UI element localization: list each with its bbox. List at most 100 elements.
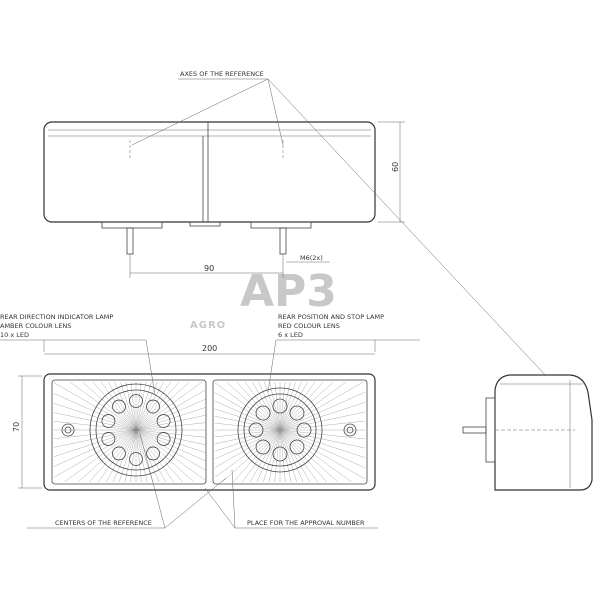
reflector-ray: [258, 381, 281, 431]
reflector-ray: [249, 429, 281, 483]
reflector-ray: [214, 400, 281, 431]
led-amber: [112, 446, 126, 461]
reflector-ray: [135, 429, 194, 483]
reflector-ray: [135, 381, 172, 431]
reflector-ray: [135, 381, 152, 431]
reflector-ray: [135, 429, 154, 483]
reflector-ray: [279, 381, 291, 431]
led-amber: [129, 452, 143, 466]
reflector-ray: [135, 381, 180, 431]
reflector-ray: [242, 429, 281, 483]
reflector-ray: [279, 381, 364, 431]
reflector-ray: [135, 429, 207, 446]
watermark-logo: AP3 AGRO: [190, 266, 337, 331]
reflector-ray: [279, 429, 338, 483]
reflector-ray: [135, 389, 207, 431]
reflector-ray: [53, 421, 137, 431]
reflector-ray: [236, 381, 281, 431]
dim-height-top: 60: [391, 162, 400, 172]
reflector-ray: [214, 429, 281, 478]
reflector-ray: [279, 391, 366, 431]
led-red: [272, 446, 288, 462]
reflector-ray: [279, 429, 311, 483]
reflector-ray: [135, 381, 190, 431]
reflector-ray: [53, 393, 137, 431]
reflector-ray: [135, 429, 207, 482]
reflector-ray: [105, 429, 137, 483]
reflector-ray: [214, 408, 281, 431]
reflector-ray: [214, 429, 281, 445]
reflector-ray: [233, 429, 281, 483]
reflector-ray: [279, 429, 286, 483]
reflector-ray: [53, 429, 137, 457]
reflector-ray: [135, 381, 203, 431]
dim-bolt-spacing: 90: [204, 264, 214, 273]
reflector-ray: [279, 429, 366, 480]
led-amber: [146, 446, 160, 461]
dim-width: 200: [202, 344, 217, 353]
reflector-ray: [125, 381, 137, 431]
reflector-ray: [279, 381, 308, 431]
led-red: [255, 405, 271, 421]
reflector-ray: [269, 381, 281, 431]
reflector-ray: [268, 429, 281, 483]
reflector-ray: [112, 429, 137, 483]
svg-text:AGRO: AGRO: [190, 320, 226, 331]
reflector-ray: [53, 429, 137, 448]
reflector-ray: [279, 402, 366, 431]
reflector-ray: [53, 429, 137, 478]
reflector-ray: [130, 429, 137, 483]
reflector-ray: [252, 381, 281, 431]
reflector-ray: [135, 429, 207, 462]
reflector-ray: [256, 429, 281, 483]
led-amber: [146, 399, 160, 414]
reflector-ray: [135, 422, 207, 431]
reflector-ray: [64, 429, 137, 483]
reflector-ray: [214, 429, 281, 452]
reflector-ray: [100, 381, 137, 431]
reflector-ray: [53, 382, 137, 431]
reflector-ray: [279, 420, 366, 431]
reflector-ray: [135, 414, 207, 431]
reflector-ray: [92, 381, 137, 431]
led-red: [289, 439, 305, 455]
reflector-ray: [279, 429, 366, 440]
reflector-ray: [274, 429, 281, 483]
led-red: [272, 398, 288, 414]
reflector-ray: [135, 429, 160, 483]
reflector-ray: [135, 407, 207, 431]
front-view: 200 70 REAR DIRECTION INDICATOR LAMP AMB…: [0, 313, 420, 529]
top-view: 60 90 M6(2x) AXES OF THE REFERENCE: [43, 70, 593, 426]
label-left-lamp-1: REAR DIRECTION INDICATOR LAMP: [0, 313, 113, 321]
led-array: [101, 394, 312, 466]
reflector-ray: [214, 392, 281, 431]
reflector-ray: [214, 422, 281, 431]
reflector-ray: [279, 381, 286, 431]
reflector-ray: [120, 381, 137, 431]
label-centers-reference: CENTERS OF THE REFERENCE: [55, 519, 152, 527]
led-red: [248, 422, 264, 438]
reflector-ray: [53, 429, 137, 439]
reflector-ray: [279, 429, 366, 458]
label-right-lamp-3: 6 x LED: [278, 331, 303, 339]
reflector-ray: [135, 429, 207, 471]
label-axes-reference: AXES OF THE REFERENCE: [180, 70, 264, 78]
led-amber: [101, 414, 116, 428]
reflector-ray: [118, 429, 137, 483]
reflector-ray: [135, 381, 147, 431]
reflector-ray: [279, 381, 347, 431]
reflector-ray: [53, 412, 137, 431]
reflector-ray: [279, 429, 292, 483]
reflector-ray: [53, 429, 137, 467]
reflector-ray: [279, 429, 366, 469]
led-red: [255, 439, 271, 455]
reflector-ray: [214, 429, 281, 438]
reflector-ray: [279, 381, 324, 431]
led-red: [296, 422, 312, 438]
reflector-ray: [279, 429, 352, 483]
led-amber: [156, 414, 171, 428]
reflector-ray: [135, 429, 207, 438]
reflector-ray: [214, 429, 281, 468]
